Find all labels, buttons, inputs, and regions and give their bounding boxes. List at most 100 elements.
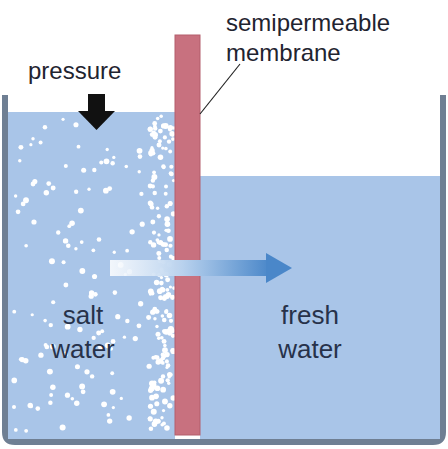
salt-particle	[157, 143, 162, 148]
salt-particle	[165, 204, 169, 208]
salt-particle	[156, 117, 160, 121]
salt-particle	[164, 184, 168, 188]
salt-particle	[148, 388, 153, 393]
salt-particle	[31, 313, 34, 316]
water-compartment: fresh water	[200, 176, 440, 439]
salt-particle	[107, 186, 112, 191]
salt-particle	[24, 429, 28, 433]
salt-particle	[168, 326, 173, 331]
salt-particle	[63, 282, 68, 287]
salt-particle	[74, 400, 79, 405]
salt-particle	[44, 190, 49, 195]
salt-particle	[156, 419, 161, 424]
salt-particle	[151, 409, 157, 415]
salt-particle	[31, 182, 36, 187]
salt-particle	[97, 237, 102, 242]
salt-particle	[169, 172, 174, 177]
salt-particle	[46, 181, 51, 186]
salt-particle	[112, 156, 115, 159]
salt-particle	[166, 228, 171, 233]
salt-particle	[157, 288, 163, 294]
salt-particle	[138, 301, 143, 306]
salt-particle	[161, 146, 164, 149]
salt-particle	[161, 164, 165, 168]
salt-particle	[65, 393, 70, 398]
salt-particle	[113, 290, 118, 295]
salt-particle	[168, 244, 172, 248]
salt-particle	[164, 192, 168, 196]
leader-line	[200, 64, 240, 114]
salt-particle	[168, 150, 172, 154]
salt-particle	[14, 428, 18, 432]
salt-particle	[137, 323, 142, 328]
salt-particle	[170, 348, 175, 353]
salt-particle	[101, 401, 107, 407]
salt-particle	[150, 220, 155, 225]
salt-particle	[164, 147, 168, 151]
salt-particle	[151, 178, 155, 182]
salt-particle	[137, 148, 143, 154]
salt-particle	[48, 400, 52, 404]
salt-particle	[162, 399, 168, 405]
salt-particle	[107, 418, 112, 423]
salt-particle	[115, 314, 120, 319]
salt-particle	[155, 325, 158, 328]
salt-particle	[124, 165, 128, 169]
salt-particle	[160, 416, 163, 419]
salt-particle	[31, 219, 36, 224]
salt-particle	[29, 143, 32, 146]
salt-particle	[140, 222, 145, 227]
salt-particle	[147, 364, 152, 369]
salt-particle	[81, 168, 86, 173]
salt-particle	[148, 127, 153, 132]
part-label: semipermeable membrane	[226, 8, 436, 68]
salt-particle	[84, 369, 89, 374]
salt-particle	[104, 158, 110, 164]
salt-particle	[106, 148, 109, 151]
membrane-bar	[175, 35, 200, 435]
salt-particle	[157, 233, 160, 236]
salt-particle	[156, 206, 159, 209]
salt-particle	[153, 126, 157, 130]
salt-particle	[152, 231, 156, 235]
salt-particle	[167, 403, 172, 408]
salt-particle	[87, 188, 90, 191]
salt-particle	[148, 416, 153, 421]
salt-particle	[156, 238, 160, 242]
salt-particle	[66, 244, 71, 249]
salt-particle	[160, 336, 164, 340]
salt-particle	[126, 415, 131, 420]
salt-particle	[165, 359, 169, 363]
salt-particle	[149, 292, 152, 295]
salt-particle	[150, 132, 155, 137]
salt-particle	[163, 329, 168, 334]
salt-particle	[92, 168, 96, 172]
salt-particle	[89, 294, 94, 299]
salt-particle	[165, 288, 169, 292]
salt-particle	[168, 125, 174, 131]
salt-particle	[63, 238, 68, 243]
salt-particle	[165, 366, 168, 369]
salt-particle	[35, 406, 40, 411]
salt-particle	[165, 352, 170, 357]
salt-particle	[158, 129, 163, 134]
salt-particle	[161, 314, 165, 318]
salt-particle	[148, 200, 153, 205]
salt-particle	[158, 139, 162, 143]
salt-particle	[79, 268, 85, 274]
salt-particle	[171, 334, 175, 338]
salt-particle	[125, 319, 129, 323]
salt-particle	[152, 170, 156, 174]
salt-particle	[113, 251, 116, 254]
salt-particle	[163, 135, 167, 139]
salt-particle	[153, 394, 159, 400]
salt-particle	[16, 209, 21, 214]
salt-particle	[14, 194, 17, 197]
salt-particle	[71, 397, 75, 401]
salt-particle	[92, 248, 96, 252]
salt-particle	[90, 374, 94, 378]
salt-particle	[166, 292, 171, 297]
salt-particle	[171, 133, 175, 137]
salt-particle	[110, 161, 114, 165]
